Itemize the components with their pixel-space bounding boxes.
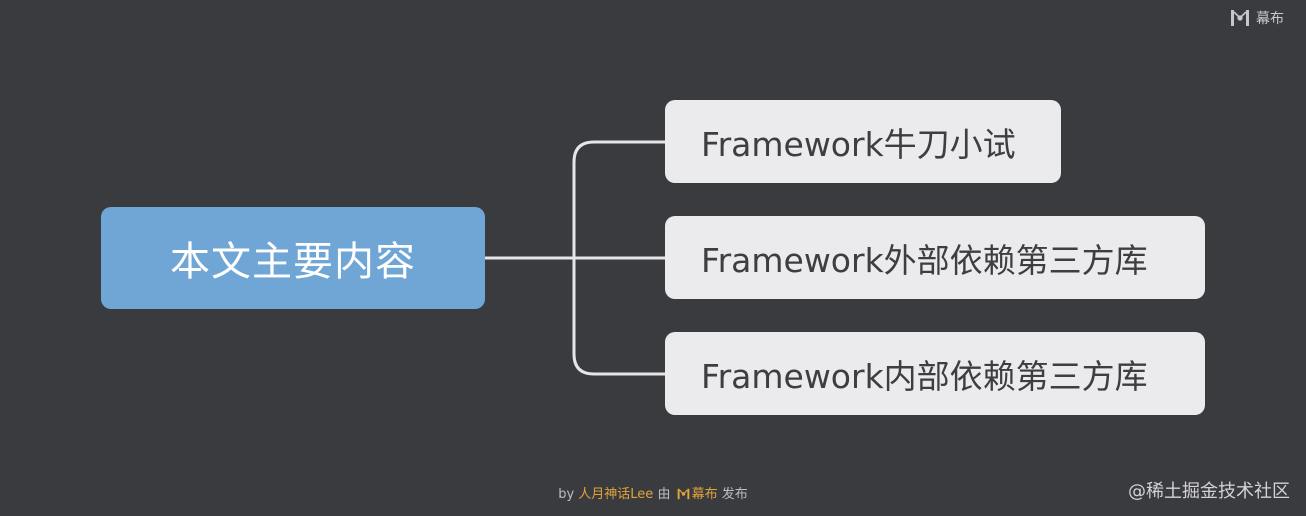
connector-branch-bottom <box>572 258 665 376</box>
connector-branch-top <box>572 140 665 258</box>
child-node-label: Framework外部依赖第三方库 <box>701 240 1148 280</box>
mindmap-child-node-1[interactable]: Framework牛刀小试 <box>665 100 1061 183</box>
mindmap-child-node-3[interactable]: Framework内部依赖第三方库 <box>665 332 1205 415</box>
credit-by: by <box>558 487 575 502</box>
child-node-label: Framework牛刀小试 <box>701 124 1016 164</box>
credit-via: 由 <box>657 487 671 502</box>
child-node-label: Framework内部依赖第三方库 <box>701 356 1148 396</box>
publish-credit: by 人月神话Lee 由 幕布 发布 <box>0 483 1306 502</box>
credit-action: 发布 <box>721 487 748 502</box>
mindmap-root-node[interactable]: 本文主要内容 <box>101 207 485 309</box>
watermark-text: @稀土掘金技术社区 <box>1128 481 1290 502</box>
credit-platform-link[interactable]: 幕布 <box>691 487 718 502</box>
brand-logo[interactable]: 幕布 <box>1230 8 1284 28</box>
credit-author-link[interactable]: 人月神话Lee <box>578 487 654 502</box>
root-node-label: 本文主要内容 <box>170 239 416 285</box>
brand-label: 幕布 <box>1256 11 1284 27</box>
mindmap-child-node-2[interactable]: Framework外部依赖第三方库 <box>665 216 1205 299</box>
mubu-logo-icon <box>1231 10 1249 26</box>
mubu-logo-icon <box>677 488 689 500</box>
